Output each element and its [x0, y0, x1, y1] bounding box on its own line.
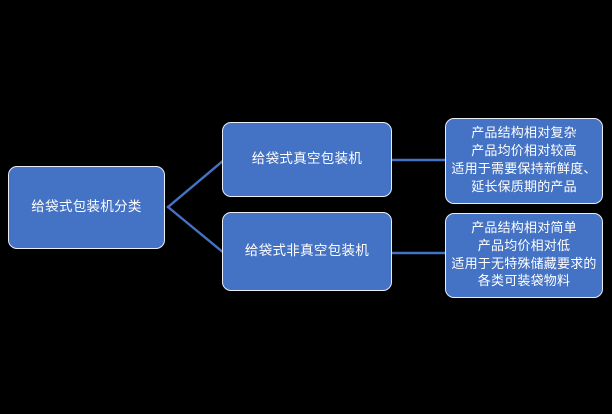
node-non-vacuum-details[interactable]: 产品结构相对简单 产品均价相对低 适用于无特殊储藏要求的各类可装袋物料 [445, 213, 603, 298]
vacuum-detail-list: 产品结构相对复杂 产品均价相对较高 适用于需要保持新鲜度、延长保质期的产品 [446, 125, 602, 197]
connector-root-to-nonvacuum [166, 205, 226, 255]
nonvacuum-detail-line-3: 适用于无特殊储藏要求的各类可装袋物料 [451, 256, 597, 290]
node-non-vacuum-packaging-machine[interactable]: 给袋式非真空包装机 [222, 212, 392, 291]
node-vacuum-label: 给袋式真空包装机 [251, 150, 363, 167]
vacuum-detail-line-2: 产品均价相对较高 [471, 144, 577, 160]
nonvacuum-detail-list: 产品结构相对简单 产品均价相对低 适用于无特殊储藏要求的各类可装袋物料 [446, 220, 602, 292]
node-vacuum-packaging-machine[interactable]: 给袋式真空包装机 [222, 122, 392, 197]
node-vacuum-details[interactable]: 产品结构相对复杂 产品均价相对较高 适用于需要保持新鲜度、延长保质期的产品 [445, 118, 603, 204]
node-root-category[interactable]: 给袋式包装机分类 [8, 166, 165, 249]
vacuum-detail-line-1: 产品结构相对复杂 [471, 126, 577, 142]
connector-root-to-vacuum [166, 158, 226, 209]
node-nonvacuum-label: 给袋式非真空包装机 [244, 242, 370, 259]
nonvacuum-detail-line-2: 产品均价相对低 [477, 238, 571, 254]
node-root-label: 给袋式包装机分类 [31, 198, 142, 215]
vacuum-detail-line-3: 适用于需要保持新鲜度、延长保质期的产品 [451, 162, 597, 195]
nonvacuum-detail-line-1: 产品结构相对简单 [471, 220, 577, 236]
